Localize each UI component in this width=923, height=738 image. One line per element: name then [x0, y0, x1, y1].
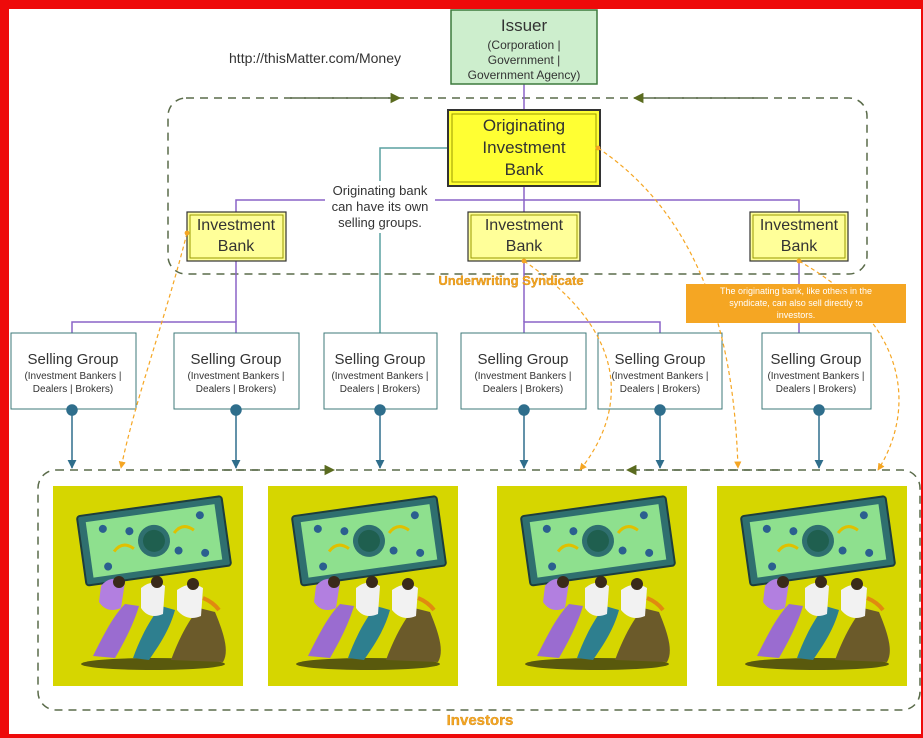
selling-group-5-line1: (Investment Bankers | [611, 371, 708, 382]
selling-group-arrows [66, 404, 825, 469]
selling-group-6-line2: Dealers | Brokers) [776, 384, 856, 395]
selling-group-2-line2: Dealers | Brokers) [196, 384, 276, 395]
selling-group-3-line2: Dealers | Brokers) [340, 384, 420, 395]
originating-bank-box [447, 109, 601, 187]
selling-group-6: Selling Group (Investment Bankers | Deal… [761, 332, 872, 410]
selling-group-4-line2: Dealers | Brokers) [483, 384, 563, 395]
investment-bank-2-line2: Bank [506, 238, 543, 255]
originating-bank-line1: Originating [483, 116, 565, 135]
origin-note-line2: can have its own [332, 199, 429, 214]
selling-group-4-title: Selling Group [478, 351, 569, 368]
originating-to-selling-line [379, 147, 452, 333]
issuer-line3: Government Agency) [468, 68, 581, 82]
direct-sell-note-line1: The originating bank, like others in the [720, 286, 872, 296]
issuer-title: Issuer [501, 16, 548, 35]
investors-label: Investors [447, 712, 514, 729]
selling-group-5-line2: Dealers | Brokers) [620, 384, 700, 395]
selling-group-2-line1: (Investment Bankers | [187, 371, 284, 382]
selling-group-1-line1: (Investment Bankers | [24, 371, 121, 382]
investor-panel-1 [53, 486, 243, 686]
selling-group-3: Selling Group (Investment Bankers | Deal… [323, 332, 438, 410]
selling-group-2-title: Selling Group [191, 351, 282, 368]
investment-bank-3: Investment Bank [749, 211, 849, 262]
selling-group-1-line2: Dealers | Brokers) [33, 384, 113, 395]
investors-money-clipart-icon [740, 495, 896, 670]
investors-money-clipart-icon [76, 495, 232, 670]
investment-bank-3-line2: Bank [781, 238, 818, 255]
investors-money-clipart-icon [520, 495, 676, 670]
url-label: http://thisMatter.com/Money [229, 50, 401, 66]
direct-sell-note-line3: investors. [777, 310, 816, 320]
direct-sell-note-line2: syndicate, can also sell directly to [729, 298, 863, 308]
selling-group-6-title: Selling Group [771, 351, 862, 368]
selling-group-6-line1: (Investment Bankers | [767, 371, 864, 382]
syndicate-boundary [167, 97, 868, 275]
investor-panels [53, 486, 907, 686]
selling-group-3-line1: (Investment Bankers | [331, 371, 428, 382]
origin-note-line3: selling groups. [338, 215, 422, 230]
investment-bank-1-line2: Bank [218, 238, 255, 255]
investment-bank-2: Investment Bank [467, 211, 581, 262]
selling-group-2: Selling Group (Investment Bankers | Deal… [173, 332, 300, 410]
investment-bank-1-line1: Investment [197, 217, 276, 234]
investment-bank-2-line1: Investment [485, 217, 564, 234]
origin-note-line1: Originating bank [333, 183, 428, 198]
selling-group-5-title: Selling Group [615, 351, 706, 368]
investor-panel-3 [497, 486, 687, 686]
investors-money-clipart-icon [291, 495, 447, 670]
selling-group-5: Selling Group (Investment Bankers | Deal… [597, 332, 723, 410]
originating-bank-line3: Bank [505, 160, 544, 179]
direct-sale-curves [118, 145, 900, 471]
selling-group-1-title: Selling Group [28, 351, 119, 368]
issuer-line1: (Corporation | [487, 38, 560, 52]
selling-group-4: Selling Group (Investment Bankers | Deal… [460, 332, 587, 410]
investors-boundary [37, 469, 921, 711]
investor-panel-4 [717, 486, 907, 686]
issuer-line2: Government | [488, 53, 560, 67]
selling-group-1: Selling Group (Investment Bankers | Deal… [10, 332, 137, 410]
issuer-box [450, 9, 598, 85]
syndicate-label: Underwriting Syndicate [438, 273, 583, 288]
investment-bank-1: Investment Bank [186, 211, 287, 262]
investor-panel-2 [268, 486, 458, 686]
selling-group-3-title: Selling Group [335, 351, 426, 368]
originating-bank-line2: Investment [482, 138, 565, 157]
investment-bank-3-line1: Investment [760, 217, 839, 234]
selling-group-4-line1: (Investment Bankers | [474, 371, 571, 382]
